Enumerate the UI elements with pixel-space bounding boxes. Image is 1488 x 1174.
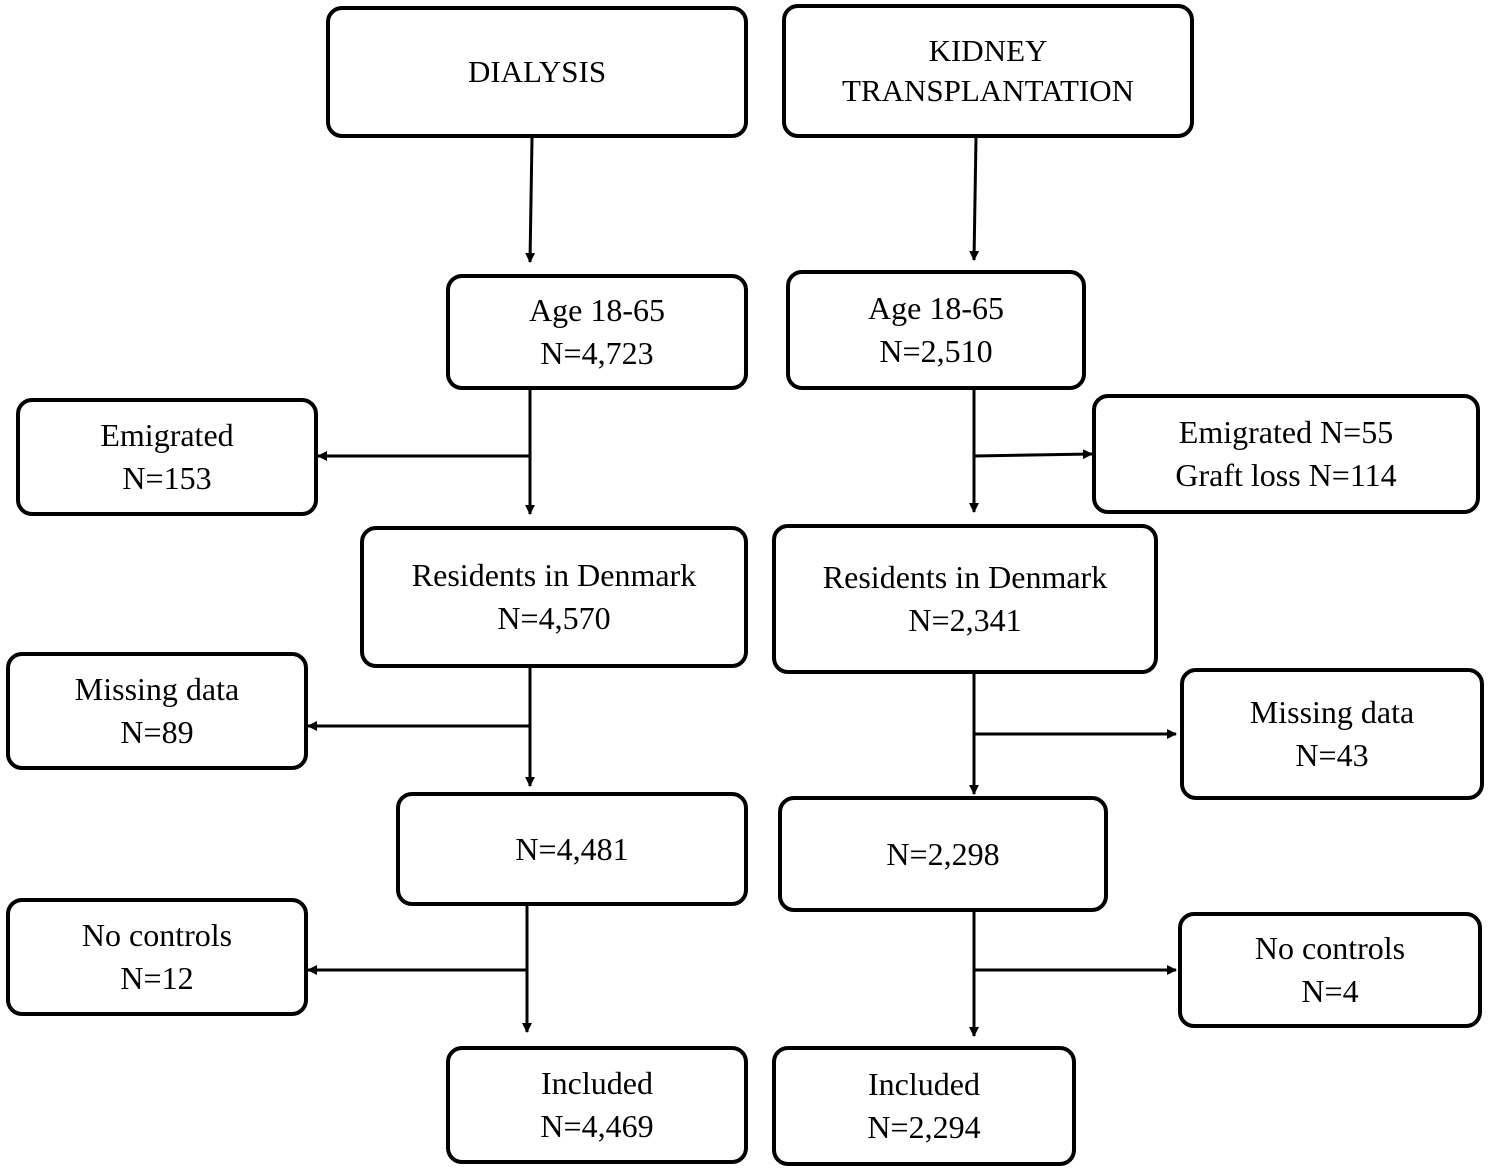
dialysis-no-controls-count: N=12 [120,960,194,996]
dialysis-after-missing-count: N=4,481 [515,830,629,867]
transplant-age-box: Age 18-65 N=2,510 [786,270,1086,390]
arrow-to-emigrated-transplant [973,449,1093,460]
dialysis-no-controls-box: No controls N=12 [6,898,308,1016]
dialysis-residents-box: Residents in Denmark N=4,570 [360,526,748,668]
dialysis-age-count: N=4,723 [540,335,654,371]
transplant-residents-box: Residents in Denmark N=2,341 [772,524,1158,674]
transplant-included-box: Included N=2,294 [772,1046,1076,1166]
transplant-no-controls-count: N=4 [1301,973,1359,1009]
transplant-included-label: Included [868,1066,980,1102]
transplant-emigrated-label: Emigrated N=55 [1178,414,1394,450]
transplant-residents-label: Residents in Denmark [822,559,1108,595]
transplant-included-count: N=2,294 [867,1109,981,1145]
transplant-residents-count: N=2,341 [908,602,1022,638]
transplant-after-missing-count: N=2,298 [886,835,1000,872]
dialysis-header-label: DIALYSIS [467,54,607,89]
transplant-no-controls-label: No controls [1254,930,1406,966]
transplant-missing-data-count: N=43 [1295,737,1369,773]
transplant-emigrated-box: Emigrated N=55 Graft loss N=114 [1092,394,1480,514]
dialysis-no-controls-label: No controls [81,917,233,953]
transplant-missing-data-label: Missing data [1249,694,1415,730]
transplant-age-count: N=2,510 [879,333,993,369]
dialysis-emigrated-label: Emigrated [100,417,234,453]
transplant-graft-loss-label: Graft loss N=114 [1175,457,1397,493]
transplant-header-box: KIDNEY TRANSPLANTATION [782,4,1194,138]
dialysis-residents-count: N=4,570 [497,600,611,636]
dialysis-included-box: Included N=4,469 [446,1046,748,1164]
dialysis-emigrated-count: N=153 [122,460,212,496]
dialysis-age-label: Age 18-65 [529,292,665,328]
transplant-after-missing-box: N=2,298 [778,796,1108,912]
transplant-missing-data-box: Missing data N=43 [1180,668,1484,800]
arrow-dialysis-to-age [525,137,536,263]
dialysis-residents-label: Residents in Denmark [411,557,697,593]
dialysis-missing-data-count: N=89 [120,714,194,750]
dialysis-included-label: Included [541,1065,653,1101]
dialysis-included-count: N=4,469 [540,1108,654,1144]
dialysis-age-box: Age 18-65 N=4,723 [446,274,748,390]
dialysis-emigrated-box: Emigrated N=153 [16,398,318,516]
dialysis-header-box: DIALYSIS [326,6,748,138]
dialysis-missing-data-label: Missing data [74,671,240,707]
transplant-header-line2: TRANSPLANTATION [841,73,1135,108]
dialysis-missing-data-box: Missing data N=89 [6,652,308,770]
transplant-header-line1: KIDNEY [928,33,1048,68]
dialysis-after-missing-box: N=4,481 [396,792,748,906]
arrow-transplant-to-age [969,137,980,261]
transplant-no-controls-box: No controls N=4 [1178,912,1482,1028]
transplant-age-label: Age 18-65 [868,290,1004,326]
